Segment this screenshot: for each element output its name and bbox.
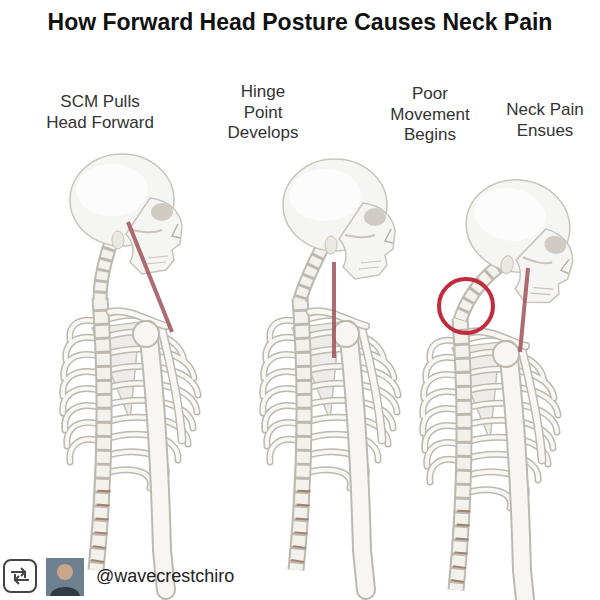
- avatar: [50, 587, 80, 596]
- step-label: Poor Movement Begins: [381, 84, 479, 146]
- cervical-spine: [100, 240, 112, 300]
- avatar: [57, 564, 73, 580]
- step-label: Neck Pain Ensues: [499, 100, 591, 141]
- cervical-spine: [300, 248, 322, 300]
- torso-skeleton: [63, 298, 198, 590]
- torso-skeleton: [263, 298, 398, 590]
- avatar: [46, 558, 84, 596]
- hinge-circle: [439, 279, 493, 333]
- repost-icon: [4, 560, 36, 592]
- account-handle: @wavecrestchiro: [96, 566, 316, 588]
- scm-muscle: [332, 262, 336, 358]
- cervical-spine: [300, 248, 322, 300]
- step-label: Hinge Point Develops: [221, 82, 305, 144]
- cervical-spine: [460, 262, 505, 320]
- step-label: SCM Pulls Head Forward: [41, 92, 159, 133]
- title: How Forward Head Posture Causes Neck Pai…: [48, 8, 553, 36]
- skull: [454, 172, 585, 310]
- scm-muscle: [128, 222, 172, 332]
- skull: [70, 154, 182, 274]
- cervical-spine: [100, 240, 112, 300]
- cervical-spine: [460, 262, 505, 320]
- torso-skeleton: [423, 318, 558, 600]
- scm-muscle: [520, 268, 528, 352]
- repost-icon: [11, 568, 29, 584]
- skull: [283, 159, 395, 279]
